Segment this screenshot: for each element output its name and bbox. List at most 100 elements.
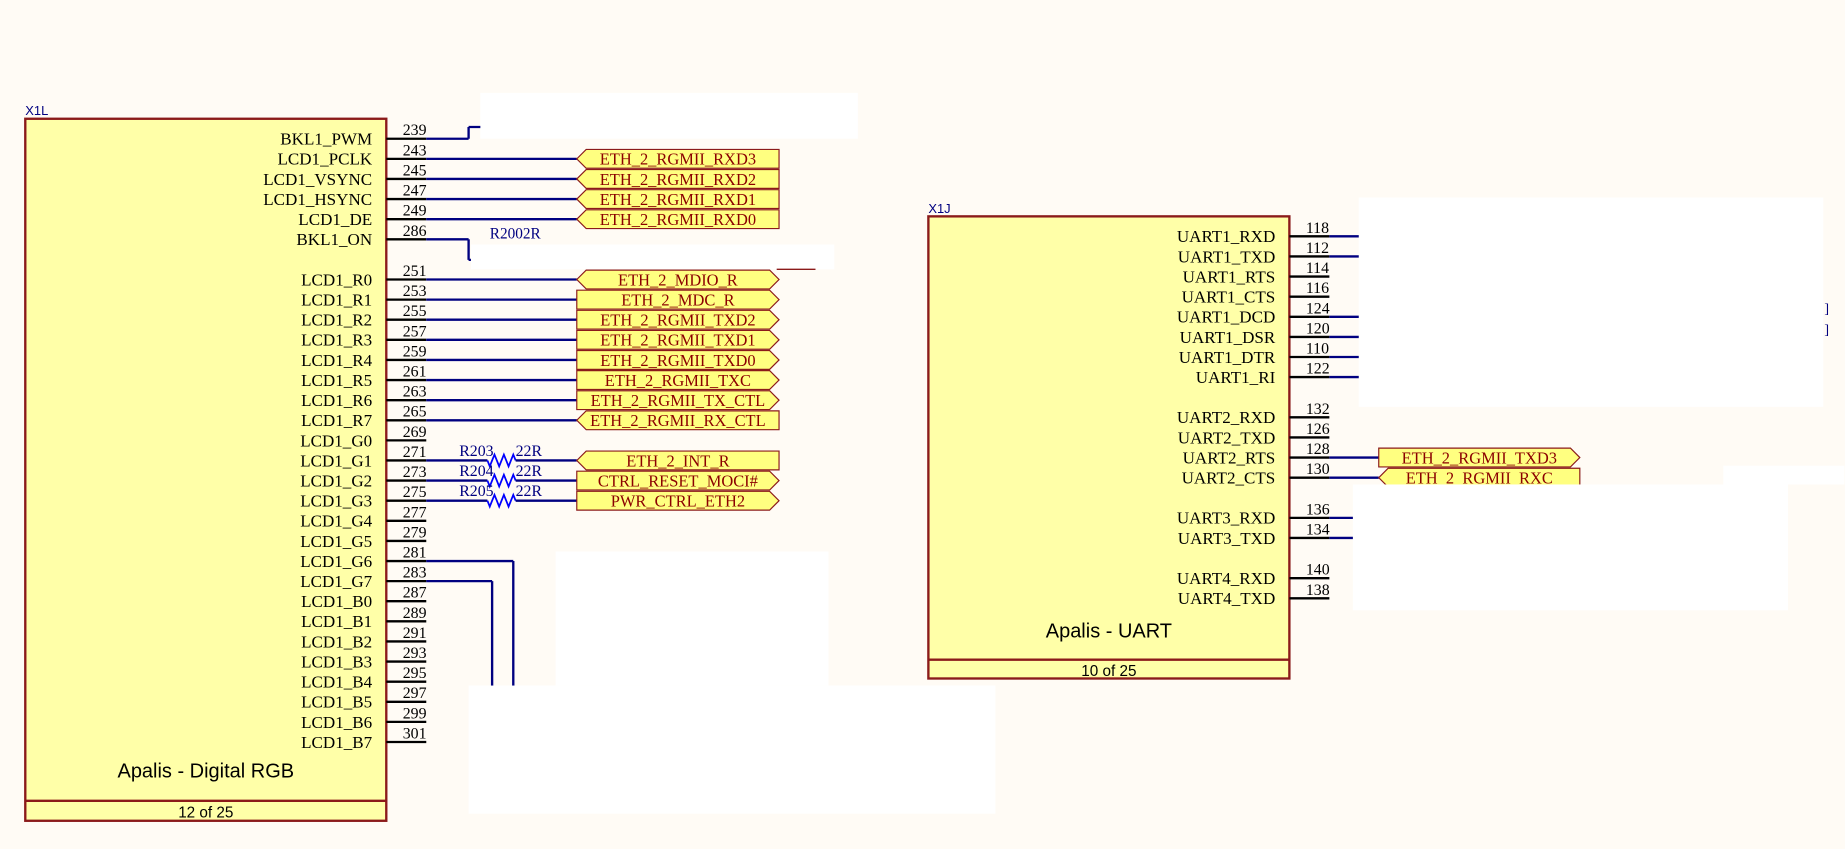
net-port[interactable] [576,370,780,391]
pin-number: 277 [403,504,427,521]
net-port-label: ETH_2_RGMII_RXC [1406,469,1553,488]
net-port[interactable] [576,470,780,491]
pin-number: 287 [403,585,427,602]
pin-number: 140 [1306,562,1330,579]
net-port[interactable] [575,450,780,471]
partial-resistor-label: R2002R [490,226,542,243]
net-port-label: ETH_2_MDIO_R [618,270,738,289]
pin-name: LCD1_DE [298,210,372,229]
net-port[interactable] [575,410,780,431]
net-port[interactable] [576,309,780,330]
component-ref: X1L [25,103,48,118]
net-port-label: ETH_2_RGMII_TXD2 [600,311,755,330]
net-port-label: ETH_2_INT_R [626,451,729,470]
net-port[interactable] [1378,447,1581,468]
pin-number: 134 [1306,521,1330,538]
net-port[interactable] [576,390,780,411]
net-port[interactable] [576,289,780,310]
pin-number: 273 [403,464,427,481]
pin-number: 265 [403,404,427,421]
net-port[interactable] [575,209,780,230]
pin-name: UART2_RTS [1183,448,1276,467]
net-port[interactable] [576,490,780,511]
pin-name: UART1_RXD [1177,227,1275,246]
pin-number: 132 [1306,401,1330,418]
pin-number: 293 [403,645,427,662]
component-body[interactable] [927,215,1291,680]
pin-name: LCD1_B5 [301,693,372,712]
pin-number: 120 [1306,320,1330,337]
pin-name: UART4_TXD [1178,589,1275,608]
pin-name: UART3_TXD [1178,529,1275,548]
pin-name: LCD1_R4 [301,351,373,370]
net-port-label: ETH_2_RGMII_TXD3 [1402,448,1557,467]
resistor-icon [486,452,517,469]
net-port[interactable] [576,349,780,370]
component-title: Apalis - UART [1046,620,1172,642]
pin-name: LCD1_R3 [301,331,372,350]
pin-number: 297 [403,685,427,702]
pin-name: UART1_DTR [1179,348,1276,367]
net-port[interactable] [575,269,780,290]
pin-name: LCD1_G3 [300,492,372,511]
redaction-block [470,244,835,270]
resistor-icon [486,472,517,489]
pin-name: LCD1_R5 [301,371,372,390]
pin-number: 130 [1306,461,1330,478]
sheet-footer: 12 of 25 [178,804,233,821]
pin-name: UART1_DSR [1180,328,1276,347]
pin-number: 112 [1306,240,1329,257]
pin-number: 124 [1306,300,1330,317]
pin-number: 283 [403,565,427,582]
net-port[interactable] [576,329,780,350]
net-port-label: ETH_2_RGMII_RXD0 [600,210,756,229]
net-port[interactable] [575,189,780,210]
net-port[interactable] [575,168,780,189]
pin-name: LCD1_PCLK [277,150,372,169]
pin-name: UART2_CTS [1182,469,1276,488]
pin-number: 249 [403,203,427,220]
pin-number: 295 [403,665,427,682]
pin-number: 289 [403,605,427,622]
pin-name: LCD1_R0 [301,270,372,289]
pin-number: 255 [403,303,427,320]
pin-number: 291 [403,625,427,642]
pin-uart1-dtr: UART1_DTR 110 [1179,340,1360,367]
redaction-block [1352,484,1788,611]
pin-number: 110 [1306,340,1329,357]
pin-number: 122 [1306,361,1330,378]
pin-number: 271 [403,444,427,461]
pin-number: 281 [403,544,427,561]
net-port[interactable] [575,148,780,169]
resistor-value: 22R [516,483,543,500]
pin-number: 116 [1306,280,1329,297]
resistor-icon [486,492,517,509]
pin-name: LCD1_R7 [301,411,373,430]
net-port-label: ETH_2_RGMII_TXD1 [600,331,755,350]
pin-number: 279 [403,524,427,541]
pin-name: LCD1_R2 [301,311,372,330]
pin-name: LCD1_HSYNC [263,190,372,209]
pin-name: LCD1_G6 [300,552,372,571]
pin-uart1-dsr: UART1_DSR 120 [1180,320,1360,347]
component-body[interactable] [24,117,388,822]
